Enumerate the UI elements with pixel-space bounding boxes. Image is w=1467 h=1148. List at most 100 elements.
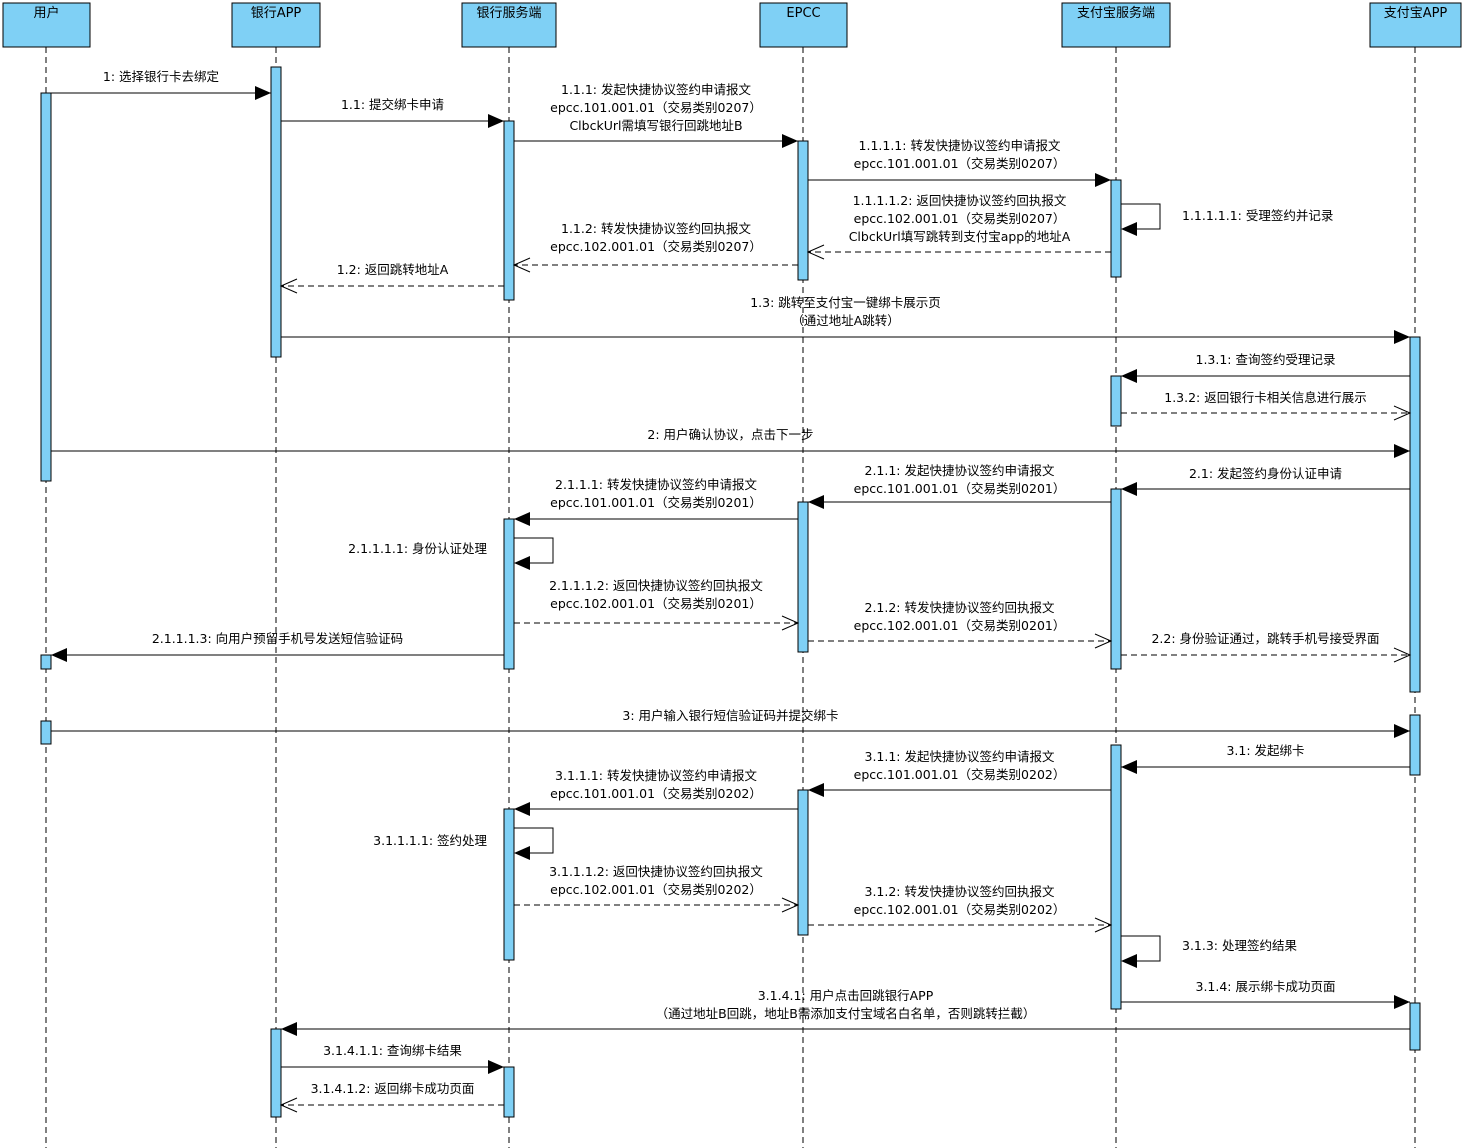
message-return: 3.1.4.1.2: 返回绑卡成功页面 [279,1081,504,1113]
participant-bankapp: 银行APP [231,2,321,1148]
activation-bar [797,501,809,653]
arrowhead-filled-icon [1121,482,1137,496]
arrowhead-open-icon [1393,647,1412,663]
message-self: 3.1.1.1.1: 签约处理 [373,827,554,860]
arrowhead-open-icon [1094,633,1113,649]
message-label: 2.1.1.1.2: 返回快捷协议签约回执报文 [549,578,763,593]
activation-bar [503,808,515,961]
message-label: 3.1.4.1.2: 返回绑卡成功页面 [311,1081,475,1096]
participant-box [231,2,321,48]
activation-bar [1110,744,1122,1010]
message-label: 2.1.1.1.3: 向用户预留手机号发送短信验证码 [152,631,403,646]
message-sync: 1.1: 提交绑卡申请 [281,97,504,128]
message-return: 1.1.1.1.2: 返回快捷协议签约回执报文epcc.102.001.01（交… [806,193,1111,260]
participant-name: 银行服务端 [476,5,541,21]
message-self: 2.1.1.1.1: 身份认证处理 [348,537,554,570]
message-label: 3.1.1: 发起快捷协议签约申请报文 [865,749,1055,764]
activation-bar [1409,1002,1421,1051]
message-label: epcc.101.001.01（交易类别0202） [854,767,1066,782]
message-label: 2.1.2: 转发快捷协议签约回执报文 [865,600,1055,615]
participant-box [461,2,557,48]
arrowhead-filled-icon [1121,760,1137,774]
arrowhead-open-icon [781,615,800,631]
activation-bar [1110,179,1122,278]
message-label: epcc.101.001.01（交易类别0207） [854,156,1066,171]
message-label: ClbckUrl填写跳转到支付宝app的地址A [849,229,1071,244]
activation-bar [40,92,52,482]
arrowhead-filled-icon [255,86,271,100]
message-sync: 3: 用户输入银行短信验证码并提交绑卡 [51,708,1410,738]
arrowhead-filled-icon [281,1022,297,1036]
message-sync: 2.1.1.1: 转发快捷协议签约申请报文 epcc.101.001.01（交易类… [514,477,798,526]
self-message-line [1121,935,1161,962]
self-message-line [514,537,554,564]
message-label: epcc.102.001.01（交易类别0201） [854,618,1066,633]
message-label: 3.1.1.1: 转发快捷协议签约申请报文 [555,768,757,783]
arrowhead-filled-icon [1121,369,1137,383]
arrowhead-filled-icon [51,648,67,662]
activation-bar [1110,375,1122,427]
message-label: 3.1.1.1.2: 返回快捷协议签约回执报文 [549,864,763,879]
arrowhead-filled-icon [1394,330,1410,344]
message-sync: 1.1.1: 发起快捷协议签约申请报文 epcc.101.001.01（交易类别0… [514,82,798,148]
arrowhead-filled-icon [1121,954,1137,968]
message-label: 1.3.1: 查询签约受理记录 [1196,352,1336,367]
message-sync: 2.1: 发起签约身份认证申请 [1121,466,1410,496]
message-label: 3.1.4.1.1: 查询绑卡结果 [323,1043,462,1058]
arrowhead-filled-icon [514,556,530,570]
participant-name: 支付宝服务端 [1077,5,1155,21]
arrowhead-filled-icon [1121,222,1137,236]
message-label: 1.1.1: 发起快捷协议签约申请报文 [561,82,751,97]
message-label: 2.2: 身份验证通过，跳转手机号接受界面 [1151,631,1379,646]
message-label: 1.3: 跳转至支付宝一键绑卡展示页 [750,295,941,310]
activation-bar [270,66,282,358]
message-label: 2.1: 发起签约身份认证申请 [1189,466,1342,481]
message-label: 1.3.2: 返回银行卡相关信息进行展示 [1164,390,1367,405]
message-label: 2.1.1.1: 转发快捷协议签约申请报文 [555,477,757,492]
message-label: 3.1.4.1: 用户点击回跳银行APP [758,988,934,1003]
arrowhead-filled-icon [1394,724,1410,738]
activation-bar [270,1028,282,1118]
message-label: （通过地址B回跳，地址B需添加支付宝域名白名单，否则跳转拦截） [656,1006,1036,1021]
message-self: 1.1.1.1.1: 受理签约并记录 [1121,203,1333,236]
message-label: 3.1: 发起绑卡 [1226,743,1304,758]
arrowhead-open-icon [806,244,825,260]
message-return: 3.1.1.1.2: 返回快捷协议签约回执报文epcc.102.001.01（交… [514,864,800,913]
arrowhead-filled-icon [514,846,530,860]
message-label: 1: 选择银行卡去绑定 [103,69,219,84]
message-label: epcc.101.001.01（交易类别0201） [550,495,762,510]
message-sync: 3.1.4.1.1: 查询绑卡结果 [281,1043,504,1074]
arrowhead-filled-icon [514,512,530,526]
participant-box [1369,2,1462,48]
message-return: 1.2: 返回跳转地址A [279,262,504,294]
arrowhead-filled-icon [1095,173,1111,187]
message-label: ClbckUrl需填写银行回跳地址B [569,118,742,133]
message-label: 1.1: 提交绑卡申请 [341,97,444,112]
arrowhead-filled-icon [488,114,504,128]
message-sync: 1.3.1: 查询签约受理记录 [1121,352,1410,383]
activation-bar [40,654,52,670]
message-label: （通过地址A跳转） [791,313,900,328]
activation-bar [503,120,515,301]
participant-box [759,2,848,48]
message-label: 3.1.4: 展示绑卡成功页面 [1196,979,1336,994]
message-label: 1.1.1.1.1: 受理签约并记录 [1182,208,1333,223]
message-label: 1.1.2: 转发快捷协议签约回执报文 [561,221,751,236]
message-label: 1.2: 返回跳转地址A [337,262,449,277]
participant-name: 银行APP [251,6,302,21]
message-self: 3.1.3: 处理签约结果 [1121,935,1297,968]
arrowhead-filled-icon [488,1060,504,1074]
arrowhead-open-icon [1393,405,1412,421]
message-sync: 2: 用户确认协议，点击下一步 [51,427,1410,458]
arrowhead-filled-icon [782,134,798,148]
arrowhead-open-icon [512,257,531,273]
arrowhead-filled-icon [514,802,530,816]
arrowhead-filled-icon [1394,995,1410,1009]
message-label: epcc.101.001.01（交易类别0207） [550,100,762,115]
activation-bar [797,140,809,281]
message-sync: 1: 选择银行卡去绑定 [51,69,271,100]
message-return: 1.3.2: 返回银行卡相关信息进行展示 [1121,390,1412,421]
activation-bar [797,789,809,936]
message-label: 3: 用户输入银行短信验证码并提交绑卡 [622,708,838,723]
self-message-line [1121,203,1161,230]
